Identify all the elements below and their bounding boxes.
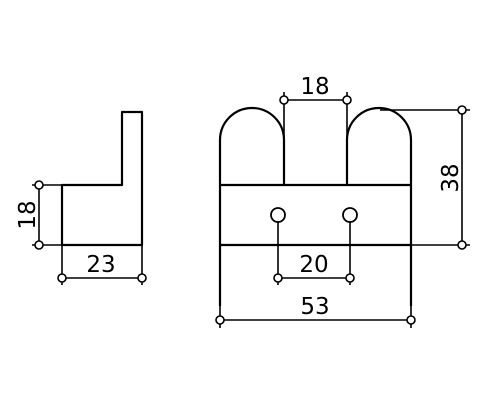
side-height-label: 18 [15, 200, 41, 229]
dimension-marker [34, 240, 44, 250]
hole-spacing-label: 20 [299, 252, 328, 278]
dimension-marker [345, 273, 355, 283]
total-height-label: 38 [438, 163, 464, 192]
front-view: 18 38 20 53 [215, 74, 470, 328]
side-width-label: 23 [86, 252, 115, 278]
dimension-marker [457, 105, 467, 115]
dimension-marker [57, 273, 67, 283]
dimension-marker [342, 95, 352, 105]
top-gap-label: 18 [300, 74, 329, 100]
mounting-hole-left [270, 207, 286, 223]
dimension-marker [215, 315, 225, 325]
side-view-profile [60, 110, 144, 247]
dimension-marker [137, 273, 147, 283]
dimension-marker [34, 180, 44, 190]
side-view: 18 23 [15, 110, 147, 285]
dimension-marker [279, 95, 289, 105]
total-width-label: 53 [300, 294, 329, 320]
front-view-outline [218, 106, 413, 306]
dimension-marker [457, 240, 467, 250]
mounting-hole-right [342, 207, 358, 223]
dimension-marker [406, 315, 416, 325]
dimension-marker [273, 273, 283, 283]
